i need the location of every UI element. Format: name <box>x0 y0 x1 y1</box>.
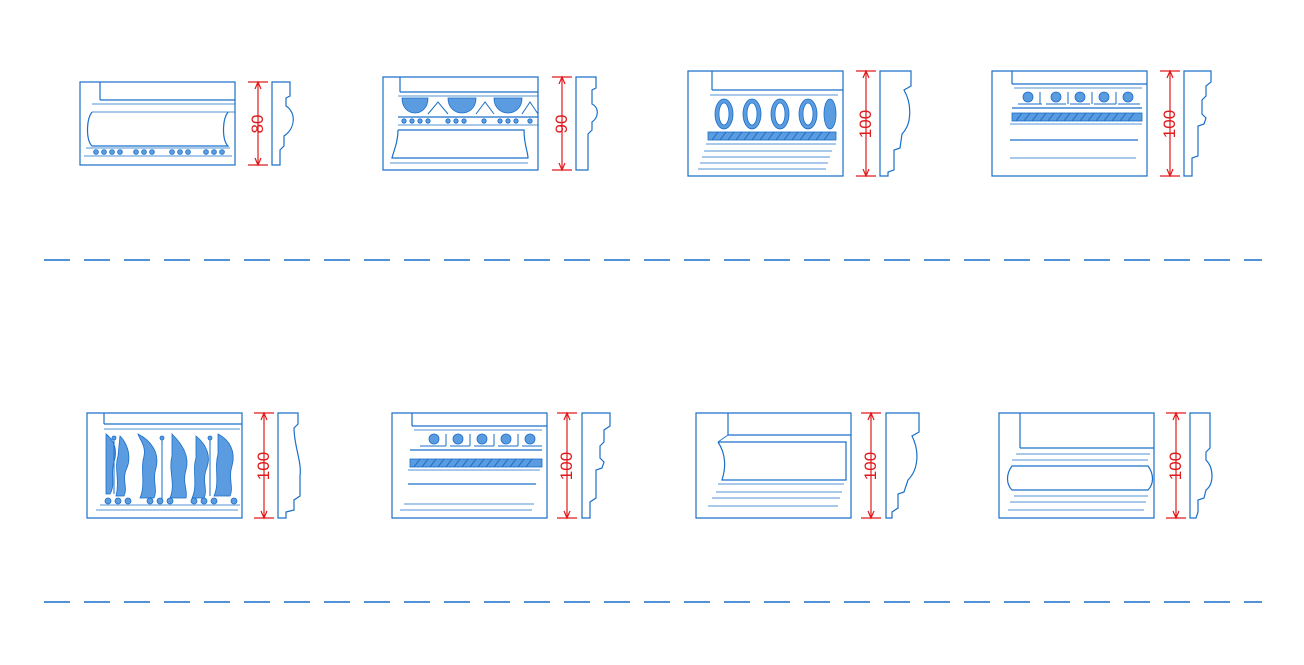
egg-and-dart-ornament <box>714 98 837 130</box>
moulding-front-view <box>382 76 539 171</box>
moulding-profile <box>271 81 294 166</box>
dimension-label: 80 <box>248 115 267 134</box>
dimension-label: 90 <box>552 115 571 134</box>
moulding-2[interactable]: 90 <box>382 75 598 172</box>
acanthus-ornament <box>105 433 234 500</box>
dimension-label: 100 <box>1160 110 1179 138</box>
leaf-ornament <box>1018 91 1140 105</box>
dimension-line: 100 <box>254 411 274 520</box>
moulding-profile <box>1183 70 1212 177</box>
moulding-4[interactable]: 100 <box>991 69 1212 178</box>
moulding-6[interactable]: 100 <box>391 411 611 520</box>
moulding-front-view <box>695 412 852 519</box>
dimension-line: 100 <box>856 69 876 178</box>
dimension-line: 100 <box>557 411 577 520</box>
bead-ornament <box>93 149 225 155</box>
moulding-3[interactable]: 100 <box>687 69 912 178</box>
dimension-line: 80 <box>248 80 268 167</box>
dimension-line: 90 <box>552 75 572 172</box>
moulding-front-view <box>687 70 844 177</box>
egg-and-dart-ornament <box>401 97 539 115</box>
rope-ornament <box>1011 112 1143 122</box>
dimension-label: 100 <box>856 110 875 138</box>
rope-ornament <box>409 458 543 468</box>
moulding-8[interactable]: 100 <box>998 411 1213 520</box>
moulding-front-view <box>391 412 548 519</box>
moulding-front-view <box>86 412 243 519</box>
dimension-line: 100 <box>1166 411 1186 520</box>
moulding-profile <box>581 412 611 519</box>
dimension-label: 100 <box>1166 452 1185 480</box>
leaf-ornament <box>420 433 542 447</box>
moulding-1[interactable]: 80 <box>79 80 294 167</box>
moulding-profile <box>885 412 920 519</box>
bead-ornament <box>401 118 533 124</box>
moulding-profile <box>575 76 598 171</box>
dimension-line: 100 <box>1160 69 1180 178</box>
moulding-profile <box>1189 412 1213 519</box>
moulding-7[interactable]: 100 <box>695 411 920 520</box>
moulding-front-view <box>998 412 1155 519</box>
moulding-front-view <box>991 70 1148 177</box>
moulding-profile <box>879 70 912 177</box>
dimension-label: 100 <box>254 452 273 480</box>
dimension-line: 100 <box>861 411 881 520</box>
bead-ornament <box>104 497 238 505</box>
moulding-front-view <box>79 81 236 166</box>
rope-ornament <box>707 131 837 141</box>
dimension-label: 100 <box>861 452 880 480</box>
moulding-profile <box>277 412 301 519</box>
moulding-5[interactable]: 100 <box>86 411 301 520</box>
dimension-label: 100 <box>557 452 576 480</box>
